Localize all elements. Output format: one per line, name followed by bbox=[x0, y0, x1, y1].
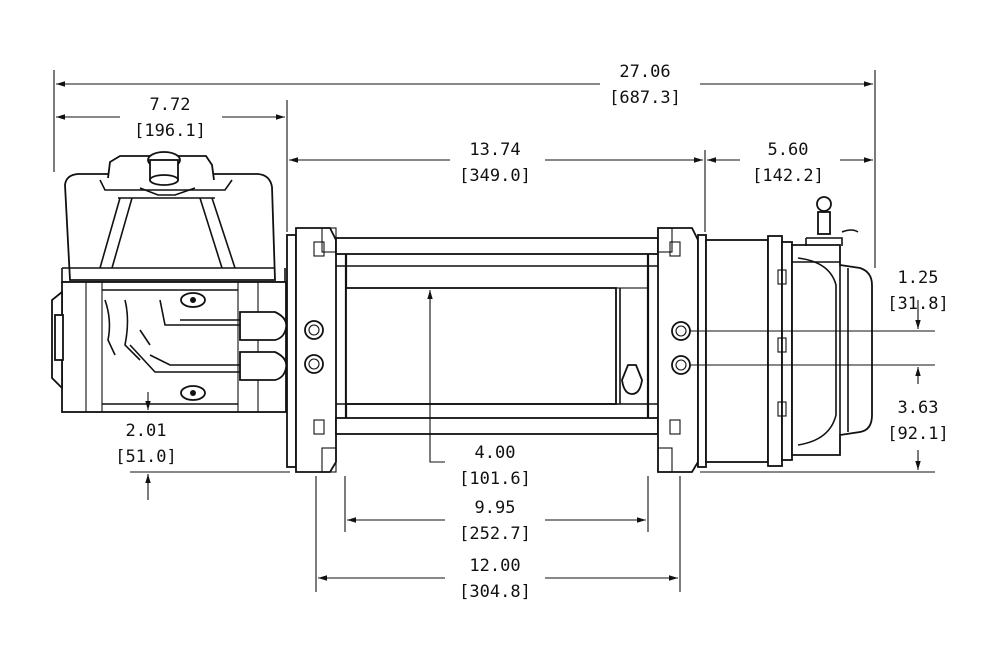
right-drum-support bbox=[657, 227, 707, 473]
bolt-to-base-in: 3.63 bbox=[898, 398, 939, 418]
dimension-labels: 27.06 [687.3] 7.72 [196.1] 13.74 [349.0]… bbox=[115, 62, 948, 602]
overall-length-in: 27.06 bbox=[619, 62, 670, 82]
motor-offset-mm: [51.0] bbox=[115, 447, 176, 467]
gearbox-width-mm: [142.2] bbox=[752, 166, 824, 186]
frame-span-mm: [349.0] bbox=[459, 166, 531, 186]
mount-spacing-in: 12.00 bbox=[469, 556, 520, 576]
overall-length-mm: [687.3] bbox=[609, 88, 681, 108]
bolt-spacing-mm: [31.8] bbox=[887, 294, 948, 314]
motor-width-in: 7.72 bbox=[150, 95, 191, 115]
drum-diameter-in: 4.00 bbox=[475, 443, 516, 463]
mount-spacing-mm: [304.8] bbox=[459, 582, 531, 602]
drum-length-mm: [252.7] bbox=[459, 524, 531, 544]
frame-span-in: 13.74 bbox=[469, 140, 520, 160]
dimension-lines bbox=[53, 70, 935, 592]
motor-offset-in: 2.01 bbox=[126, 421, 167, 441]
solenoid-cover bbox=[61, 151, 286, 283]
left-drum-support bbox=[286, 227, 337, 473]
drum bbox=[335, 237, 659, 435]
gearbox-housing bbox=[705, 196, 873, 467]
drum-length-in: 9.95 bbox=[475, 498, 516, 518]
motor-width-mm: [196.1] bbox=[134, 121, 206, 141]
winch-outline bbox=[51, 151, 873, 473]
drum-diameter-mm: [101.6] bbox=[459, 469, 531, 489]
motor-housing bbox=[51, 281, 288, 413]
bolt-to-base-mm: [92.1] bbox=[887, 424, 948, 444]
gearbox-width-in: 5.60 bbox=[768, 140, 809, 160]
bolt-spacing-in: 1.25 bbox=[898, 268, 939, 288]
